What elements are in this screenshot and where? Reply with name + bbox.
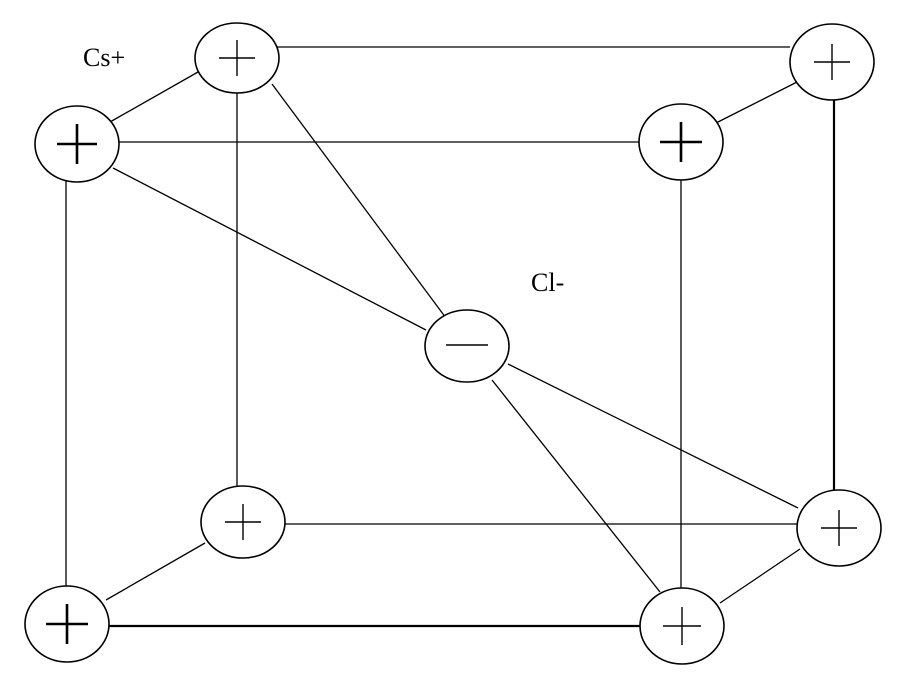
cation-ion-back-top-right	[789, 23, 875, 101]
cation-label: Cs+	[83, 43, 125, 72]
cation-ion-back-top-left	[194, 22, 280, 94]
edge-top-left-depth	[109, 71, 199, 123]
anion-label: Cl-	[531, 268, 564, 297]
cation-ions	[24, 22, 882, 665]
cation-ion-back-bottom-left	[200, 485, 286, 559]
edge-bottom-right-depth	[719, 548, 801, 604]
cation-ion-front-bottom-right	[639, 587, 725, 665]
cation-ion-front-top-right	[638, 103, 724, 181]
bond-center-to-back-bottom-right	[507, 363, 799, 509]
cation-ion-front-top-left	[34, 105, 120, 183]
edge-bottom-left-depth	[105, 542, 206, 601]
cube-edges	[65, 46, 836, 628]
edge-top-right-depth	[715, 81, 798, 124]
cation-ion-front-bottom-left	[24, 585, 110, 663]
bond-center-to-back-top-left	[271, 83, 447, 319]
bond-center-to-front-bottom-right	[491, 379, 661, 593]
center-bonds	[112, 83, 799, 593]
anion-ion-center	[424, 309, 510, 383]
cation-ion-back-bottom-right	[796, 489, 882, 567]
bond-center-to-front-top-left	[112, 167, 427, 331]
